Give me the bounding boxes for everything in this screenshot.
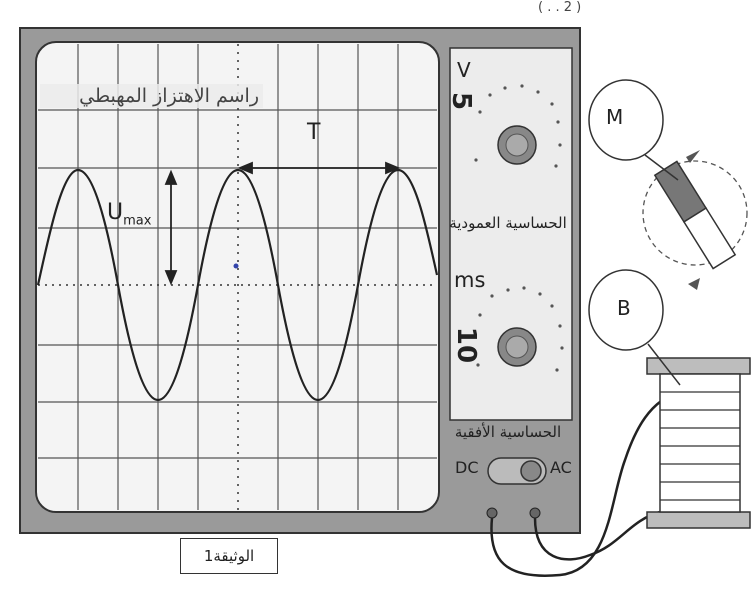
umax-label: Umax [107, 200, 151, 228]
rotation-arrow-bottom [688, 278, 700, 290]
input-terminal-left[interactable] [486, 507, 498, 519]
coupling-ac-label: AC [550, 458, 572, 477]
vertical-sensitivity-knob[interactable] [497, 125, 537, 165]
horizontal-sensitivity-value: 10 [451, 326, 482, 364]
period-label: T [307, 120, 321, 145]
coil [646, 357, 751, 529]
input-terminal-right[interactable] [529, 507, 541, 519]
trace-spot [233, 263, 239, 269]
umax-arrow [164, 169, 178, 286]
horizontal-sensitivity-knob[interactable] [497, 327, 537, 367]
coil-label: B [617, 296, 631, 320]
coupling-switch[interactable] [487, 457, 547, 485]
magnet [653, 160, 737, 270]
rotation-arrow-top [686, 150, 700, 163]
vertical-sensitivity-unit: V [457, 58, 471, 82]
horizontal-sensitivity-unit: ms [454, 268, 486, 292]
wire-right [533, 510, 661, 561]
umax-subscript: max [123, 213, 152, 229]
horizontal-scale-ticks [476, 286, 564, 372]
vertical-sensitivity-label: الحساسية العمودية [449, 214, 567, 232]
umax-symbol: U [107, 200, 124, 225]
sine-wave [36, 168, 439, 402]
document-label: الوثيقة1 [180, 538, 278, 574]
coil-callout [588, 269, 681, 386]
corner-text: ( . . 2 ) [538, 0, 582, 15]
period-arrow [237, 161, 401, 175]
wire-left [490, 390, 681, 577]
horizontal-sensitivity-label: الحساسية الأفقية [454, 423, 562, 441]
screen-axes [38, 44, 437, 510]
vertical-sensitivity-value: 5 [446, 91, 477, 111]
magnet-label: M [606, 105, 624, 129]
vertical-scale-ticks [474, 84, 562, 168]
magnet-callout [588, 79, 679, 181]
screen-title: راسم الاهتزاز المهبطي [40, 84, 263, 108]
coupling-dc-label: DC [455, 458, 479, 477]
rotation-path [642, 160, 748, 266]
